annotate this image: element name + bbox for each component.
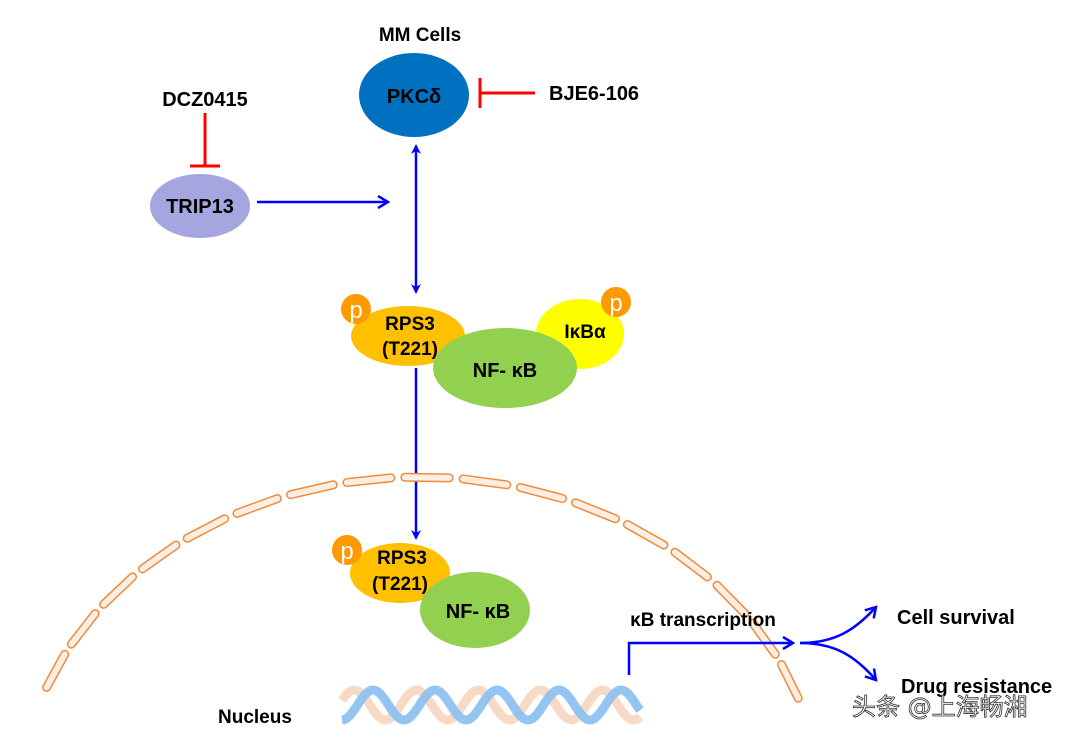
membrane-segment-fill bbox=[68, 610, 99, 648]
cell-survival-arrow bbox=[799, 607, 876, 645]
rps3-cyto-ellipse bbox=[351, 306, 465, 366]
nfkb-nuc-ellipse bbox=[420, 572, 530, 648]
rps3-nuc-ellipse bbox=[350, 543, 450, 603]
transcription-label: κB transcription bbox=[630, 610, 776, 631]
transcription-arrow bbox=[627, 643, 793, 675]
nfkb-cyto-ellipse bbox=[433, 328, 577, 408]
membrane-segment-fill bbox=[517, 484, 566, 502]
membrane-segment-fill bbox=[778, 661, 802, 702]
membrane-segment-fill bbox=[624, 521, 667, 549]
trip13-label: TRIP13 bbox=[166, 196, 234, 218]
membrane-segment-fill bbox=[43, 651, 68, 691]
cell-type-title: MM Cells bbox=[379, 25, 461, 46]
membrane-segment-fill bbox=[287, 481, 337, 498]
phospho-ikba-label: p bbox=[609, 290, 622, 317]
phospho-rps3-cyto-label: p bbox=[349, 297, 362, 324]
phospho-ikba-circle bbox=[601, 287, 631, 317]
nuclear-complex: RPS3 (T221) NF- κB p bbox=[332, 535, 530, 648]
pkc-delta-node: PKCδ bbox=[359, 53, 469, 137]
nuclear-membrane bbox=[42, 472, 803, 703]
phospho-rps3-cyto-circle bbox=[341, 294, 371, 324]
membrane-segment-fill bbox=[139, 542, 179, 572]
membrane-segment-fill bbox=[671, 549, 711, 580]
drug-resistance-arrow bbox=[799, 641, 876, 680]
membrane-segment-fill bbox=[749, 619, 779, 658]
rps3-nuc-label-line2: (T221) bbox=[372, 574, 428, 595]
nucleus-label: Nucleus bbox=[218, 707, 292, 728]
membrane-segment-fill bbox=[460, 475, 510, 488]
membrane-segment-fill bbox=[343, 474, 394, 486]
ikba-label: IκBα bbox=[564, 322, 606, 343]
bje6-106-inhibition: BJE6-106 bbox=[478, 78, 639, 108]
membrane-segment-fill bbox=[572, 499, 619, 522]
membrane-segment-fill bbox=[100, 573, 136, 608]
membrane-segment-fill bbox=[233, 495, 281, 517]
nfkb-cyto-label: NF- κB bbox=[473, 360, 537, 382]
drug-resistance-label: Drug resistance bbox=[901, 676, 1052, 698]
rps3-cyto-label-line2: (T221) bbox=[382, 339, 438, 360]
membrane-segment-fill bbox=[713, 582, 748, 617]
trip13-ellipse bbox=[150, 174, 250, 238]
nfkb-nuc-label: NF- κB bbox=[446, 601, 510, 623]
pkc-delta-ellipse bbox=[359, 53, 469, 137]
pkc-delta-label: PKCδ bbox=[387, 86, 441, 108]
phospho-rps3-nuc-circle bbox=[332, 535, 362, 565]
rps3-cyto-label-line1: RPS3 bbox=[385, 314, 435, 335]
dna-strand-blue bbox=[341, 685, 644, 725]
watermark-text: 头条 @上海畅湘 bbox=[852, 693, 1028, 721]
dcz0415-inhibition: DCZ0415 bbox=[162, 89, 248, 168]
rps3-nuc-label-line1: RPS3 bbox=[377, 548, 427, 569]
dna-helix bbox=[338, 685, 644, 725]
cytoplasmic-complex: IκBα p RPS3 (T221) NF- κB p bbox=[341, 287, 631, 408]
dcz0415-label: DCZ0415 bbox=[162, 89, 248, 111]
cell-survival-label: Cell survival bbox=[897, 607, 1015, 629]
trip13-node: TRIP13 bbox=[150, 174, 250, 238]
phospho-rps3-nuc-label: p bbox=[340, 538, 353, 565]
bje6-106-label: BJE6-106 bbox=[549, 83, 639, 105]
membrane-segment-fill bbox=[401, 474, 453, 481]
membrane-segment-fill bbox=[184, 515, 228, 542]
